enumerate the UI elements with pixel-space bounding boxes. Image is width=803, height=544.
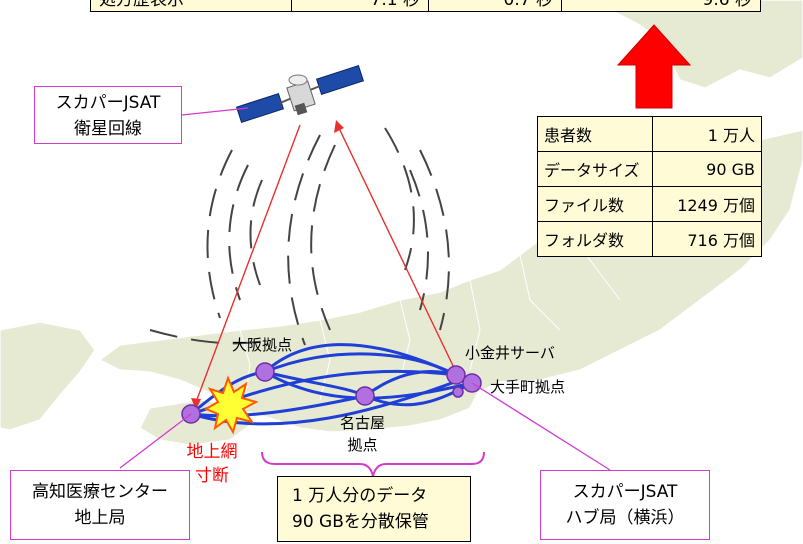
table-row: 患者数 1 万人 (537, 116, 762, 152)
hub-callout-line2: ハブ局（横浜） (565, 508, 685, 528)
stats-table: 患者数 1 万人 データサイズ 90 GB ファイル数 1249 万個 フォルダ… (537, 116, 762, 257)
table-row: データサイズ 90 GB (537, 151, 762, 187)
satellite-icon (235, 64, 365, 124)
satellite-callout-line1: スカパーJSAT (55, 93, 161, 113)
stat-value: 90 GB (652, 151, 762, 187)
uplink-arrowhead-hub (334, 120, 344, 133)
stat-value: 716 万個 (652, 221, 762, 257)
stat-label: データサイズ (537, 151, 653, 187)
top-table-row: 処方歴表示 7.1 秒 0.7 秒 9.6 秒 (90, 0, 761, 12)
top-row-col1: 7.1 秒 (292, 0, 429, 11)
explosion-icon (203, 375, 259, 435)
site-label-koganei: 小金井サーバ (465, 344, 555, 362)
break-label-line2: 寸断 (195, 466, 229, 486)
site-nodes (181, 362, 482, 424)
storage-note: 1 万人分のデータ 90 GBを分散保管 (277, 476, 471, 542)
top-row-col2: 0.7 秒 (429, 0, 562, 11)
uplink-arrowhead-kochi (191, 398, 201, 410)
site-label-nagoya-line2: 拠点 (347, 436, 378, 454)
site-label-nagoya: 名古屋 拠点 (340, 412, 385, 456)
kochi-callout-line1: 高知医療センター (32, 482, 168, 502)
stat-label: 患者数 (537, 116, 653, 152)
storage-note-line2: 90 GBを分散保管 (292, 512, 429, 532)
node-nagoya (355, 386, 375, 406)
storage-note-line1: 1 万人分のデータ (292, 486, 428, 506)
node-hub (452, 386, 464, 398)
break-label: 地上網 寸断 (180, 440, 244, 488)
node-osaka (255, 362, 275, 382)
uplink-line-kochi (195, 124, 301, 403)
stat-value: 1 万人 (652, 116, 762, 152)
kochi-callout-line2: 地上局 (74, 508, 126, 528)
callout-connectors (119, 107, 611, 471)
table-row: ファイル数 1249 万個 (537, 186, 762, 222)
stat-label: フォルダ数 (537, 221, 653, 257)
up-arrow-icon (616, 24, 692, 109)
table-row: フォルダ数 716 万個 (537, 221, 762, 257)
hokkaido-landmass (607, 0, 803, 89)
top-row-label: 処方歴表示 (91, 0, 292, 11)
node-koganei (446, 365, 466, 385)
uplink-line-hub (336, 123, 457, 373)
satellite-callout: スカパーJSAT 衛星回線 (34, 86, 182, 144)
satellite-callout-line2: 衛星回線 (74, 119, 142, 139)
site-label-nagoya-line1: 名古屋 (340, 414, 386, 432)
kyushu-landmass (0, 321, 96, 431)
signal-waves (149, 127, 450, 346)
site-label-osaka: 大阪拠点 (232, 336, 293, 354)
site-label-otemachi: 大手町拠点 (490, 378, 566, 396)
break-label-line1: 地上網 (186, 442, 238, 462)
stat-label: ファイル数 (537, 186, 653, 222)
stat-value: 1249 万個 (652, 186, 762, 222)
hub-callout-line1: スカパーJSAT (572, 482, 678, 502)
kochi-callout: 高知医療センター 地上局 (10, 470, 190, 540)
top-row-col3: 9.6 秒 (702, 0, 752, 10)
hub-callout: スカパーJSAT ハブ局（横浜） (540, 470, 710, 540)
